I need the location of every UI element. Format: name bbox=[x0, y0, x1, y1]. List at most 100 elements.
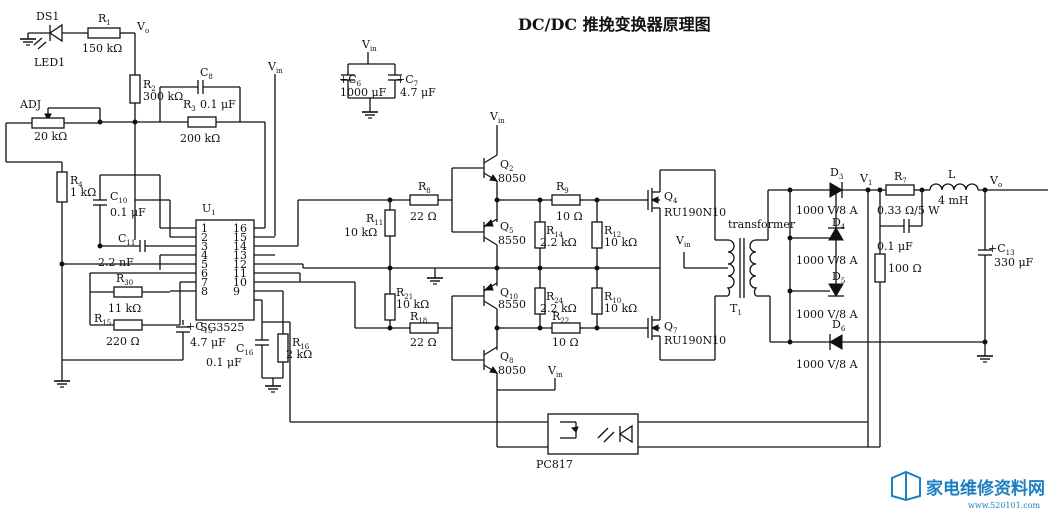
r8-label: R8 bbox=[418, 180, 431, 195]
pc817-label: PC817 bbox=[536, 458, 573, 471]
q2-value: 8050 bbox=[498, 172, 526, 185]
vin-tr-label: Vin bbox=[675, 234, 691, 249]
l-label: L bbox=[948, 168, 956, 181]
transformer-t1 bbox=[726, 238, 758, 298]
inductor-l bbox=[929, 183, 979, 191]
r1-value: 150 kΩ bbox=[82, 42, 122, 55]
resistor-r2 bbox=[129, 74, 141, 104]
adj-label: ADJ bbox=[19, 98, 41, 111]
d4-label: D4 bbox=[832, 216, 846, 231]
r4-value: 1 kΩ bbox=[70, 186, 96, 199]
d6-value: 1000 V/8 A bbox=[796, 358, 859, 371]
r8-value: 22 Ω bbox=[410, 210, 437, 223]
r18-value: 22 Ω bbox=[410, 336, 437, 349]
c7-value: 4.7 μF bbox=[400, 86, 436, 99]
c11-label: C11 bbox=[118, 232, 135, 247]
adj-value: 20 kΩ bbox=[34, 130, 67, 143]
d6-label: D6 bbox=[832, 318, 846, 333]
c13-label: +C13 bbox=[988, 242, 1015, 257]
r18-label: R18 bbox=[410, 310, 427, 325]
r21-label: R21 bbox=[396, 286, 413, 301]
ic-pin-16: 16 bbox=[233, 222, 247, 235]
ds1-label: DS1 bbox=[36, 10, 59, 23]
c8-value: 0.1 μF bbox=[200, 98, 236, 111]
transistor-q5 bbox=[483, 218, 498, 246]
resistor-r10 bbox=[591, 287, 603, 315]
d3-label: D3 bbox=[830, 166, 843, 181]
led-ds1 bbox=[19, 23, 88, 50]
resistor-r9 bbox=[551, 194, 581, 206]
r12-value: 10 kΩ bbox=[604, 236, 637, 249]
ic-pin-10: 10 bbox=[233, 276, 247, 289]
v1-label: V1 bbox=[859, 172, 872, 187]
ic-pin-7: 7 bbox=[201, 276, 208, 289]
r3-label: R3 bbox=[183, 98, 196, 113]
r21-value: 10 kΩ bbox=[396, 298, 429, 311]
transistor-q2 bbox=[483, 154, 499, 182]
ic-pin-13: 13 bbox=[233, 249, 247, 262]
diode-d3 bbox=[790, 182, 868, 198]
ic-pin-1: 1 bbox=[201, 222, 208, 235]
vo-out-label: Vo bbox=[989, 174, 1002, 189]
q7-label: Q7 bbox=[664, 320, 678, 335]
q8-value: 8050 bbox=[498, 364, 526, 377]
r30-value: 11 kΩ bbox=[108, 302, 141, 315]
u1-label: U1 bbox=[202, 202, 216, 217]
c16-label: C16 bbox=[236, 342, 254, 357]
q2-label: Q2 bbox=[500, 158, 514, 173]
optocoupler-pc817 bbox=[547, 413, 639, 455]
transistor-q10 bbox=[483, 282, 498, 310]
resistor-r3 bbox=[187, 116, 217, 128]
q5-value: 8550 bbox=[498, 234, 526, 247]
r2-label: R2 bbox=[143, 78, 156, 93]
c13-value: 330 μF bbox=[994, 256, 1034, 269]
c8-label: C8 bbox=[200, 66, 213, 81]
ic-pin-14: 14 bbox=[233, 240, 247, 253]
d5-value: 1000 V/8 A bbox=[796, 308, 859, 321]
vin-bot-label: Vin bbox=[547, 364, 563, 379]
c15-value: 4.7 μF bbox=[190, 336, 226, 349]
q5-label: Q5 bbox=[500, 220, 514, 235]
led1-label: LED1 bbox=[34, 56, 65, 69]
r2-value: 300 kΩ bbox=[143, 90, 183, 103]
q10-label: Q10 bbox=[500, 286, 518, 301]
watermark-url: www.520101.com bbox=[968, 501, 1041, 510]
q10-value: 8550 bbox=[498, 298, 526, 311]
ic-pin-4: 4 bbox=[201, 249, 208, 262]
r-100-value: 100 Ω bbox=[888, 262, 922, 275]
c10-value: 0.1 μF bbox=[110, 206, 146, 219]
ic-pin-8: 8 bbox=[201, 285, 208, 298]
r4-label: R4 bbox=[70, 174, 83, 189]
resistor-r12 bbox=[591, 221, 603, 249]
resistor-r30 bbox=[113, 286, 143, 298]
d3-value: 1000 V/8 A bbox=[796, 204, 859, 217]
r24-value: 2.2 kΩ bbox=[540, 302, 577, 315]
vin-u1-label: Vin bbox=[267, 60, 283, 75]
resistor-r8 bbox=[409, 194, 439, 206]
resistor-r1 bbox=[87, 27, 121, 39]
ic-pin-12: 12 bbox=[233, 258, 247, 271]
t1-label: T1 bbox=[730, 302, 742, 317]
c11-value: 2.2 nF bbox=[98, 256, 134, 269]
r3-value: 200 kΩ bbox=[180, 132, 220, 145]
c16-value: 0.1 μF bbox=[206, 356, 242, 369]
vin-cap-label: Vin bbox=[361, 38, 377, 53]
r9-label: R9 bbox=[556, 180, 569, 195]
r7-value: 0.33 Ω/5 W bbox=[877, 204, 940, 217]
q4-value: RU190N10 bbox=[664, 206, 726, 219]
r10-label: R10 bbox=[604, 290, 621, 305]
r30-label: R30 bbox=[116, 272, 133, 287]
r11-value: 10 kΩ bbox=[344, 226, 377, 239]
d5-label: D5 bbox=[832, 270, 845, 285]
mosfet-q4 bbox=[642, 170, 661, 268]
l-value: 4 mH bbox=[938, 194, 969, 207]
ic-pin-3: 3 bbox=[201, 240, 208, 253]
r11-label: R11 bbox=[366, 212, 383, 227]
ic-name-label: SG3525 bbox=[200, 321, 244, 334]
r24-label: R24 bbox=[546, 290, 564, 305]
r1-label: R1 bbox=[98, 12, 111, 27]
r14-label: R14 bbox=[546, 224, 564, 239]
mosfet-q7 bbox=[642, 268, 661, 360]
